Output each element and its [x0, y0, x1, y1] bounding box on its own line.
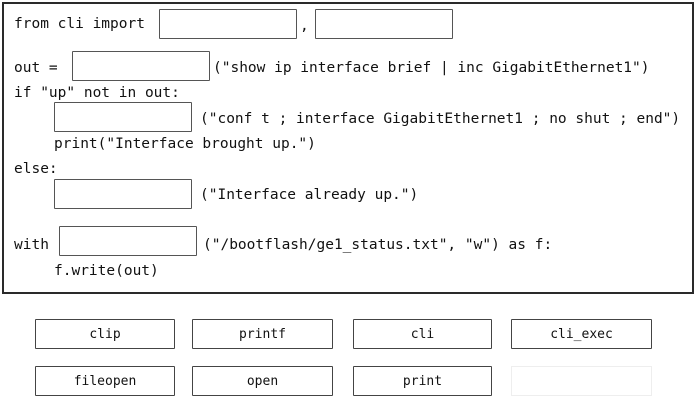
out-args: ("show ip interface brief | inc GigabitE…	[213, 60, 650, 76]
drop-slot-out[interactable]	[72, 51, 210, 81]
import-comma: ,	[300, 18, 309, 34]
drop-slot-with[interactable]	[59, 226, 197, 256]
option-slot-empty	[511, 366, 652, 396]
option-cli[interactable]: cli	[353, 319, 492, 349]
out-prefix: out =	[14, 60, 58, 76]
option-print[interactable]: print	[353, 366, 492, 396]
option-open[interactable]: open	[192, 366, 333, 396]
drop-slot-conf[interactable]	[54, 102, 192, 132]
drop-slot-import-1[interactable]	[159, 9, 297, 39]
write-line: f.write(out)	[54, 263, 159, 279]
with-prefix: with	[14, 237, 49, 253]
option-printf[interactable]: printf	[192, 319, 333, 349]
drop-slot-import-2[interactable]	[315, 9, 453, 39]
if-line: if "up" not in out:	[14, 85, 180, 101]
option-clip[interactable]: clip	[35, 319, 175, 349]
drop-slot-already[interactable]	[54, 179, 192, 209]
code-panel: from cli import , out = ("show ip interf…	[2, 2, 694, 294]
conf-args: ("conf t ; interface GigabitEthernet1 ; …	[200, 111, 681, 127]
with-args: ("/bootflash/ge1_status.txt", "w") as f:	[203, 237, 553, 253]
already-args: ("Interface already up.")	[200, 187, 419, 203]
option-fileopen[interactable]: fileopen	[35, 366, 175, 396]
import-prefix: from cli import	[14, 16, 145, 32]
print-line: print("Interface brought up.")	[54, 136, 316, 152]
else-line: else:	[14, 161, 58, 177]
option-cli-exec[interactable]: cli_exec	[511, 319, 652, 349]
